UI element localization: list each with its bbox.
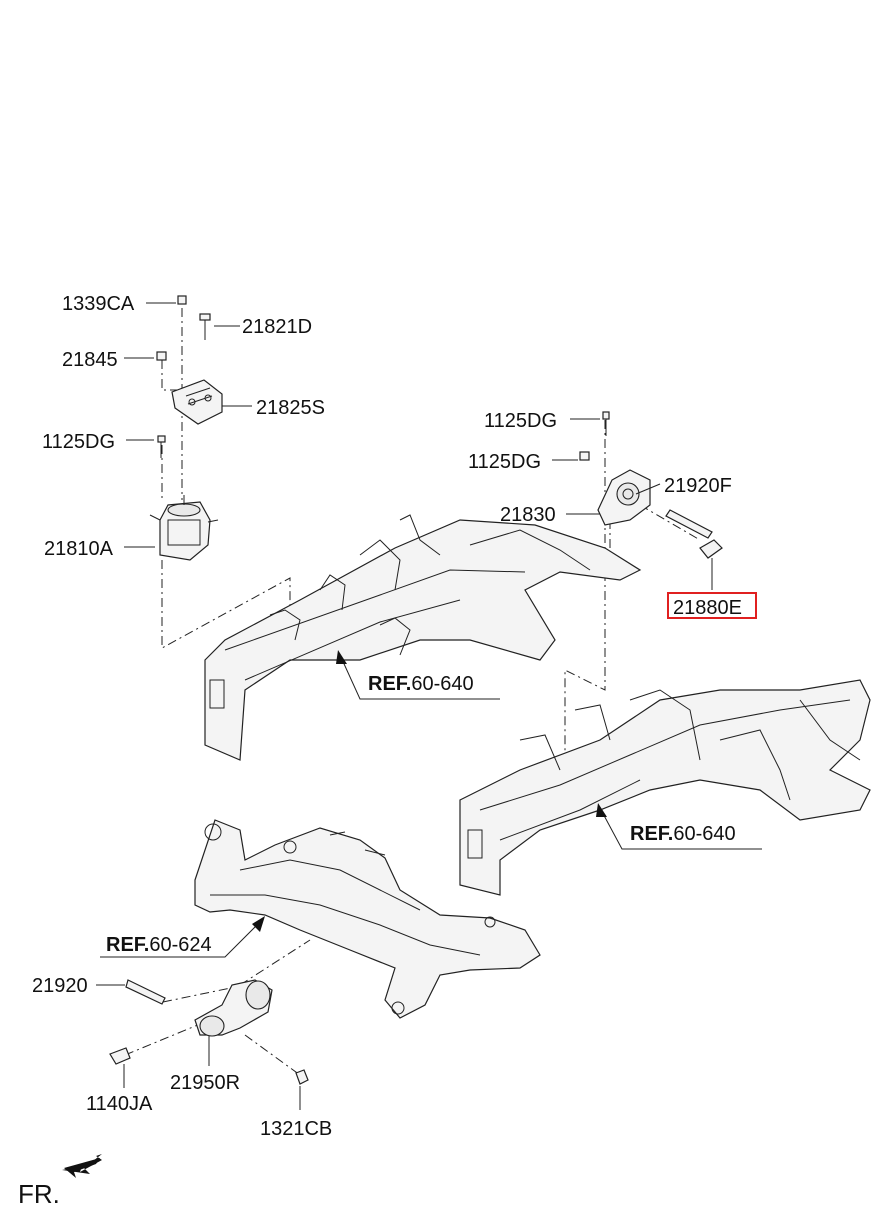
ref-label-sub-frame-number: 60-624 [149, 934, 211, 956]
lower-frame-member [459, 679, 871, 896]
front-direction-marker: FR. [18, 1154, 102, 1209]
ref-label-lower-frame: REF.60-640 [630, 823, 736, 845]
label-21810A: 21810A [44, 538, 114, 560]
label-1321CB: 1321CB [260, 1118, 332, 1140]
ref-label-upper-frame-bold: REF. [368, 673, 411, 695]
ref-label-upper-frame: REF.60-640 [368, 673, 474, 695]
mount-bracket-21825S [171, 379, 223, 425]
ref-label-sub-frame: REF.60-624 [106, 934, 212, 956]
front-label: FR. [18, 1179, 60, 1209]
label-1125DG-mid: 1125DG [468, 451, 541, 473]
label-21880E[interactable]: 21880E [673, 597, 742, 619]
ref-label-sub-frame-bold: REF. [106, 934, 149, 956]
roll-mount-21950R [109, 979, 309, 1085]
upper-frame-member [204, 514, 642, 761]
ref-label-lower-frame-bold: REF. [630, 823, 673, 845]
label-21825S: 21825S [256, 397, 325, 419]
engine-mount-21810A [149, 495, 219, 561]
label-21950R: 21950R [170, 1072, 240, 1094]
label-21920F: 21920F [664, 475, 732, 497]
label-21920: 21920 [32, 975, 88, 997]
highlight-box-21880E [667, 592, 757, 619]
label-21830: 21830 [500, 504, 556, 526]
bracket-21880E [699, 539, 723, 559]
label-1140JA: 1140JA [86, 1093, 153, 1115]
bolts-top-left [156, 295, 211, 458]
assembly-lines [124, 308, 701, 1076]
label-1125DG-top: 1125DG [484, 410, 557, 432]
transmission-mount-21830 [579, 411, 651, 526]
ref-arrowheads [252, 650, 607, 932]
label-21845: 21845 [62, 349, 118, 371]
label-1339CA: 1339CA [62, 293, 135, 315]
ref-label-upper-frame-number: 60-640 [411, 673, 473, 695]
ref-label-lower-frame-number: 60-640 [673, 823, 735, 845]
sub-frame [194, 819, 541, 1019]
label-21821D: 21821D [242, 316, 312, 338]
through-bolt-21920F [665, 509, 713, 539]
leader-lines [96, 302, 762, 1110]
label-1125DG-left: 1125DG [42, 431, 115, 453]
